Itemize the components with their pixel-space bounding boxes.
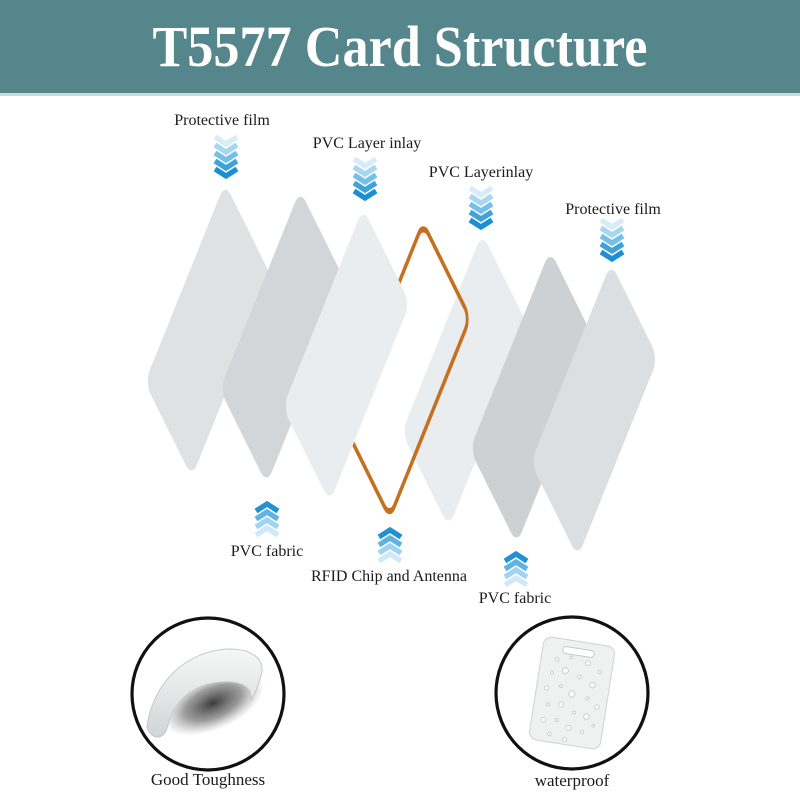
- layer-pvc-inlay-left: [285, 214, 407, 496]
- label-good-toughness: Good Toughness: [150, 770, 266, 789]
- arrow-up-icon: [505, 554, 527, 585]
- layer-pvc-fabric-right: [472, 256, 594, 538]
- arrow-up-icon: [379, 530, 401, 561]
- label-rfid-chip-antenna: RFID Chip and Antenna: [311, 568, 467, 585]
- label-pvc-fabric-right: PVC fabric: [478, 590, 552, 607]
- label-protective-film-left: Protective film: [174, 112, 270, 129]
- title-banner: T5577 Card Structure: [0, 0, 800, 96]
- layer-protective-film-left: [147, 189, 269, 471]
- card-layers: [147, 189, 655, 551]
- label-protective-film-right: Protective film: [565, 201, 661, 218]
- good-toughness-illustration: [130, 616, 286, 772]
- label-pvc-layer-inlay-right: PVC Layerinlay: [428, 164, 534, 181]
- flexible-card-icon: [146, 648, 263, 738]
- arrow-down-icon: [215, 137, 237, 176]
- arrow-down-icon: [601, 220, 623, 259]
- water-droplets: [540, 655, 602, 743]
- label-waterproof: waterproof: [534, 771, 610, 790]
- layer-pvc-inlay-right: [404, 239, 526, 521]
- label-pvc-layer-inlay-left: PVC Layer inlay: [312, 135, 422, 152]
- label-pvc-fabric-left: PVC fabric: [230, 543, 304, 560]
- layer-protective-film-right: [533, 269, 655, 551]
- page-title: T5577 Card Structure: [152, 14, 648, 79]
- layer-pvc-fabric-left: [222, 196, 344, 478]
- arrow-up-icon: [256, 504, 278, 535]
- arrow-down-icon: [470, 188, 492, 227]
- wet-card-icon: [528, 636, 616, 750]
- arrow-down-icon: [354, 159, 376, 198]
- waterproof-illustration: [494, 615, 650, 771]
- card-slot: [562, 646, 595, 658]
